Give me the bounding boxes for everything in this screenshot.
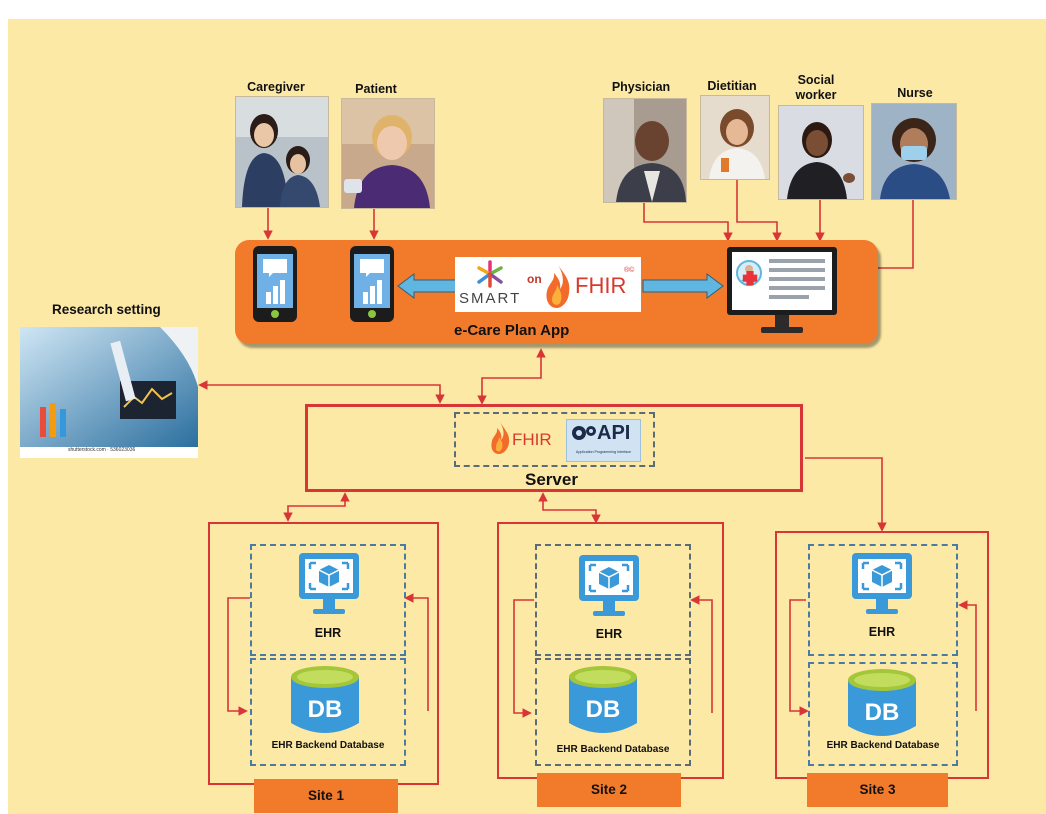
fhir-registered-mark: ®© <box>624 267 635 274</box>
connector-research-server <box>198 380 445 404</box>
smart-text: SMART <box>459 290 522 307</box>
site1-ehr-monitor-icon <box>299 553 359 614</box>
site2-db-panel <box>535 658 691 766</box>
site2-ehr-panel <box>535 544 691 656</box>
site2-loop-left <box>513 599 534 718</box>
ecare-plan-app-title: e-Care Plan App <box>454 322 570 339</box>
site1-db-panel <box>250 658 406 766</box>
server-fhir-text: FHIR <box>512 430 552 449</box>
site3-db-icon-text: DB <box>865 699 900 726</box>
site3-loop-right <box>958 600 977 711</box>
social-worker-label: Social worker <box>786 73 846 103</box>
site1-loop-right <box>404 593 429 711</box>
smart-star-icon <box>477 260 503 288</box>
site1-db-label: EHR Backend Database <box>271 740 385 751</box>
patient-label: Patient <box>355 82 397 96</box>
connector-physician-monitor <box>643 200 733 242</box>
dietitian-label: Dietitian <box>707 79 757 93</box>
clinician-monitor-icon <box>725 245 839 337</box>
smart-on-fhir-logo: SMART on FHIR ®© <box>455 257 641 312</box>
site3-db-panel <box>808 662 958 766</box>
research-photo-credit: shutterstock.com · 536023036 <box>68 447 136 453</box>
site1-ehr-panel <box>250 544 406 656</box>
site3-ehr-label: EHR <box>868 625 896 639</box>
research-setting-label: Research setting <box>52 302 161 317</box>
patient-phone-icon <box>350 246 394 322</box>
site3-database-icon: DB <box>848 669 916 736</box>
caregiver-label: Caregiver <box>247 80 305 94</box>
server-standards-panel <box>454 412 655 467</box>
physician-label: Physician <box>611 80 671 94</box>
server-box <box>305 404 803 492</box>
caregiver-phone-icon <box>253 246 297 322</box>
api-text: API <box>597 422 631 444</box>
social-worker-label-line2: worker <box>795 88 837 102</box>
nurse-photo <box>871 103 957 200</box>
nurse-label: Nurse <box>897 86 933 100</box>
connector-server-site3 <box>805 457 887 532</box>
site3-tab: Site 3 <box>807 773 948 807</box>
blue-arrow-right-icon <box>642 273 724 299</box>
caregiver-photo <box>235 96 329 208</box>
site2-database-icon: DB <box>569 666 637 733</box>
site2-ehr-monitor-icon <box>579 555 639 616</box>
blue-arrow-left-icon <box>397 273 457 299</box>
site1-loop-left <box>227 597 250 716</box>
fhir-flame-icon <box>546 265 570 308</box>
site2-db-icon-text: DB <box>586 696 621 723</box>
site3-ehr-panel <box>808 544 958 656</box>
connector-dietitian-monitor <box>736 178 782 242</box>
on-text: on <box>527 272 542 286</box>
server-fhir-flame-icon <box>491 422 510 454</box>
api-caption: Application Programming Interface <box>575 450 632 454</box>
site3-loop-left <box>789 599 809 716</box>
physician-photo <box>603 98 687 203</box>
site3-db-label: EHR Backend Database <box>826 740 940 751</box>
site1-tab: Site 1 <box>254 779 398 813</box>
gears-icon <box>572 426 596 440</box>
social-worker-photo <box>778 105 864 200</box>
site2-tab: Site 2 <box>537 773 681 807</box>
social-worker-label-line1: Social <box>797 73 835 87</box>
connector-server-site1 <box>283 492 350 522</box>
fhir-text: FHIR <box>575 273 627 298</box>
connector-server-site2 <box>538 492 601 524</box>
site2-ehr-label: EHR <box>595 627 623 641</box>
connector-app-server <box>477 348 546 405</box>
site3-ehr-monitor-icon <box>852 553 912 614</box>
server-label: Server <box>525 470 578 489</box>
site1-db-icon-text: DB <box>308 696 343 723</box>
patient-photo <box>341 98 435 209</box>
site2-db-label: EHR Backend Database <box>556 744 670 755</box>
site1-ehr-label: EHR <box>314 626 342 640</box>
site2-loop-right <box>690 595 713 713</box>
research-setting-photo: shutterstock.com · 536023036 <box>20 327 198 458</box>
site1-database-icon: DB <box>291 666 359 733</box>
dietitian-photo <box>700 95 770 180</box>
api-logo: API Application Programming Interface <box>566 419 641 462</box>
